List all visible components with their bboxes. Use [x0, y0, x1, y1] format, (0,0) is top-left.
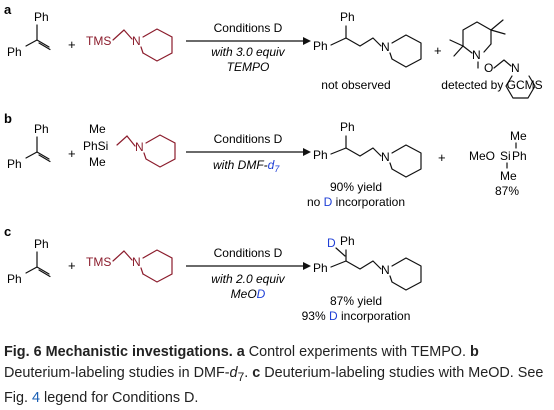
- panel-c-label: c: [4, 224, 11, 239]
- tms-methylpiperidine-c: TMS N: [86, 249, 173, 283]
- deuterium-incorporation: 93% D incorporation: [302, 309, 411, 323]
- nitrogen-label: N: [381, 263, 390, 277]
- product-status: not observed: [321, 78, 390, 92]
- phenyl-label: Ph: [313, 261, 328, 275]
- silicon-label: Si: [500, 149, 511, 163]
- product-a: Ph Ph N not observed: [313, 10, 422, 92]
- methyl-label: Me: [89, 155, 106, 169]
- caption-figure-label: Fig. 6 Mechanistic investigations.: [4, 344, 233, 360]
- additive-line-1: with 3.0 equiv: [211, 45, 285, 59]
- methoxy-label: MeO: [469, 149, 495, 163]
- conditions-label: Conditions D: [214, 21, 283, 35]
- phenyl-label: Ph: [340, 10, 355, 24]
- caption-panel-a-label: a: [236, 344, 245, 360]
- figure-caption: Fig. 6 Mechanistic investigations. a Con…: [4, 342, 552, 409]
- caption-panel-b-label: b: [470, 344, 479, 360]
- diphenylethylene-a: Ph Ph: [7, 10, 51, 59]
- deuterium-label: D: [327, 236, 336, 250]
- phenyl-label: Ph: [340, 234, 355, 248]
- phenyl-label: Ph: [34, 10, 49, 24]
- side-product-yield: 87%: [495, 184, 519, 198]
- caption-d-italic: d: [229, 365, 238, 381]
- phenyl-label: Ph: [313, 39, 328, 53]
- diphenylethylene-b: Ph Ph: [7, 122, 51, 171]
- reaction-scheme: a Ph Ph + TMS N Conditions D with 3.0 eq…: [4, 2, 543, 323]
- caption-panel-a-text: Control experiments with TEMPO.: [248, 344, 466, 360]
- additive-line-2: MeOD: [231, 287, 266, 301]
- phenyl-label: Ph: [34, 122, 49, 136]
- panel-a: a Ph Ph + TMS N Conditions D with 3.0 eq…: [4, 2, 543, 99]
- methoxysilane-b: Me MeO Si Ph Me 87%: [469, 129, 527, 198]
- panel-a-label: a: [4, 2, 12, 17]
- phenyl-label: Ph: [7, 272, 22, 286]
- silylmethylpiperidine-b: Me PhSi Me N: [83, 122, 176, 169]
- phenyl-label: Ph: [34, 237, 49, 251]
- deuterium-incorporation: no D incorporation: [307, 195, 405, 209]
- nitrogen-label: N: [472, 48, 481, 62]
- caption-panel-c-label: c: [252, 365, 261, 381]
- phenyl-label: Ph: [7, 45, 22, 59]
- caption-panel-c-tail: legend for Conditions D.: [44, 389, 199, 406]
- product-b: Ph Ph N 90% yield no D incorporation: [307, 120, 422, 209]
- phenylsilyl-label: PhSi: [83, 139, 108, 153]
- methyl-label: Me: [510, 129, 527, 143]
- tms-methylpiperidine-a: TMS N: [86, 28, 173, 62]
- caption-period: .: [244, 365, 249, 381]
- nitrogen-label: N: [132, 34, 141, 48]
- panel-b-label: b: [4, 111, 12, 126]
- methyl-label: Me: [89, 122, 106, 136]
- nitrogen-label: N: [511, 61, 520, 75]
- reaction-arrow-c: Conditions D with 2.0 equiv MeOD: [186, 246, 311, 301]
- nitrogen-label: N: [132, 255, 141, 269]
- phenyl-label: Ph: [7, 157, 22, 171]
- plus-sign: +: [68, 258, 76, 273]
- tms-label: TMS: [86, 34, 111, 48]
- plus-sign: +: [68, 37, 76, 52]
- reaction-arrow-a: Conditions D with 3.0 equiv TEMPO: [186, 21, 311, 74]
- caption-subscript: 7: [237, 369, 245, 384]
- phenyl-label: Ph: [340, 120, 355, 134]
- methyl-label: Me: [500, 169, 517, 183]
- additive-line-2: TEMPO: [227, 60, 270, 74]
- plus-sign: +: [438, 150, 446, 165]
- conditions-label: Conditions D: [214, 246, 283, 260]
- oxygen-label: O: [484, 61, 493, 75]
- product-yield: 87% yield: [330, 294, 382, 308]
- phenyl-label: Ph: [313, 148, 328, 162]
- phenyl-label: Ph: [512, 149, 527, 163]
- additive-line-1: with 2.0 equiv: [211, 272, 285, 286]
- panel-c: c Ph Ph + TMS N Conditions D with 2.0 eq…: [4, 224, 422, 323]
- caption-panel-c-text: Deuterium-labeling studies with MeOD. Se…: [4, 365, 544, 406]
- tempo-adduct: N O N detected by GCMS: [441, 19, 543, 99]
- product-yield: 90% yield: [330, 180, 382, 194]
- diphenylethylene-c: Ph Ph: [7, 237, 51, 286]
- panel-b: b Ph Ph + Me PhSi Me N Conditions D with…: [4, 111, 527, 209]
- plus-sign: +: [434, 43, 442, 58]
- plus-sign: +: [68, 146, 76, 161]
- reaction-arrow-b: Conditions D with DMF-d7: [186, 132, 311, 174]
- figure-reference-link[interactable]: 4: [32, 389, 41, 406]
- nitrogen-label: N: [135, 140, 144, 154]
- side-product-status: detected by GCMS: [441, 78, 542, 92]
- caption-panel-b-text: Deuterium-labeling studies in DMF-: [4, 365, 230, 381]
- conditions-label: Conditions D: [214, 132, 283, 146]
- nitrogen-label: N: [381, 40, 390, 54]
- tms-label: TMS: [86, 255, 111, 269]
- product-c: D Ph Ph N 87% yield 93% D incorporation: [302, 234, 422, 323]
- solvent-label: with DMF-d7: [213, 158, 280, 174]
- nitrogen-label: N: [381, 150, 390, 164]
